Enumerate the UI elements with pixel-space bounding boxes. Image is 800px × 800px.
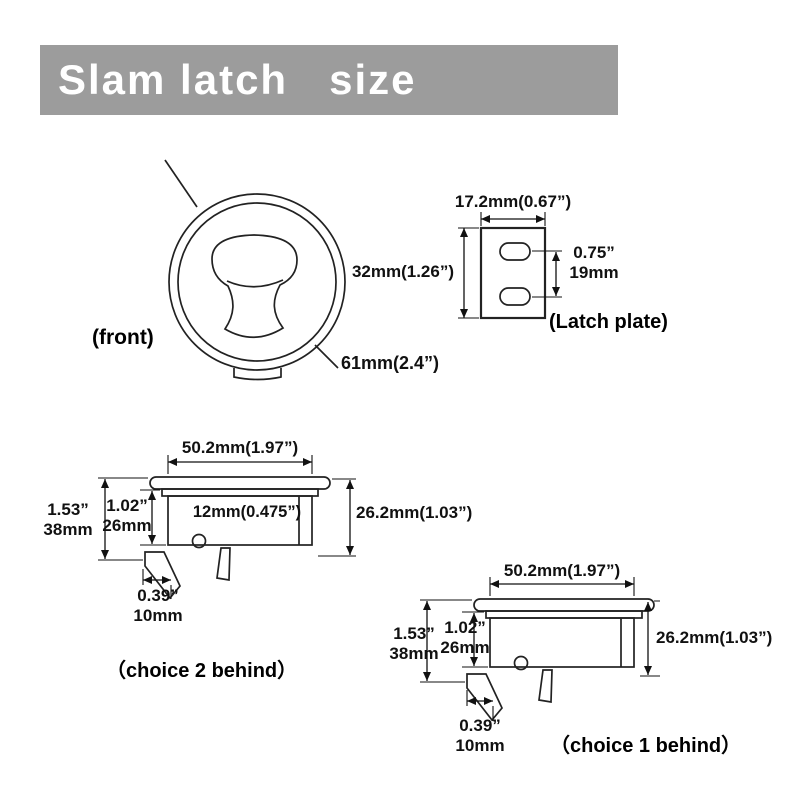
choice2-total-height-mm: 38mm: [43, 520, 93, 539]
choice1-body-height-dim: 1.02” 26mm: [438, 618, 492, 658]
choice1-pawl: [466, 673, 503, 722]
choice1-cam-pivot: [513, 655, 529, 671]
choice1-pawl-mm: 10mm: [455, 736, 505, 755]
choice2-width-dim: 50.2mm(1.97”): [181, 438, 299, 457]
choice1-body: [489, 617, 635, 668]
choice2-leg: [216, 547, 231, 581]
latch-plate-outline: [479, 226, 547, 320]
front-view-drawing: [164, 159, 346, 381]
latch-plate-label: (Latch plate): [549, 311, 668, 333]
handle-rim-line: [226, 279, 284, 288]
plate-slot-top: [499, 242, 531, 261]
plate-slot-bottom: [499, 287, 531, 306]
choice1-leg: [538, 669, 553, 703]
choice2-panel-thickness-dim: 12mm(0.475”): [192, 503, 302, 521]
choice1-pawl-inch: 0.39”: [459, 716, 501, 735]
choice2-depth-dim: 26.2mm(1.03”): [356, 503, 473, 522]
latch-outer-ring: [168, 193, 346, 371]
plate-slot-spacing-inch: 0.75”: [573, 243, 615, 262]
latch-plate-drawing: [458, 212, 562, 320]
choice2-total-height-inch: 1.53”: [47, 500, 89, 519]
choice2-pawl-dim: 0.39” 10mm: [128, 586, 188, 626]
latch-pull-handle: [211, 234, 298, 339]
title-banner: Slam latch size: [40, 45, 618, 115]
choice1-total-height-dim: 1.53” 38mm: [382, 624, 446, 664]
plate-width-dim: 17.2mm(0.67”): [454, 192, 572, 211]
choice1-width-dim: 50.2mm(1.97”): [503, 561, 621, 580]
front-view-label: (front): [92, 326, 154, 349]
choice1-body-height-inch: 1.02”: [444, 618, 486, 637]
choice1-pawl-dim: 0.39” 10mm: [450, 716, 510, 756]
choice2-body-height-inch: 1.02”: [106, 496, 148, 515]
plate-height-dim: 32mm(1.26”): [351, 262, 454, 281]
choice2-pawl-mm: 10mm: [133, 606, 183, 625]
choice1-total-height-inch: 1.53”: [393, 624, 435, 643]
choice2-cam-pivot: [191, 533, 207, 549]
choice2-body-height-mm: 26mm: [102, 516, 152, 535]
latch-bottom-tab: [233, 368, 282, 381]
choice2-total-height-dim: 1.53” 38mm: [36, 500, 100, 540]
choice2-label: （choice 2 behind）: [106, 660, 298, 682]
choice1-drawing: [420, 577, 660, 722]
leader-line-top: [164, 159, 198, 208]
choice1-flange: [473, 598, 655, 612]
choice1-label: （choice 1 behind）: [550, 735, 742, 757]
choice2-drawing: [98, 455, 356, 600]
choice2-body: [167, 495, 313, 546]
choice2-gasket: [161, 488, 319, 497]
plate-slot-spacing-mm: 19mm: [569, 263, 619, 282]
latch-inner-ring: [177, 202, 337, 362]
choice2-body-height-dim: 1.02” 26mm: [100, 496, 154, 536]
front-diameter-dim: 61mm(2.4”): [341, 353, 440, 373]
choice1-gasket: [485, 610, 643, 619]
plate-slot-spacing-dim: 0.75” 19mm: [564, 243, 624, 283]
choice1-total-height-mm: 38mm: [389, 644, 439, 663]
choice2-pawl-inch: 0.39”: [137, 586, 179, 605]
choice2-flange: [149, 476, 331, 490]
leader-line-diameter: [314, 344, 339, 369]
choice1-depth-dim: 26.2mm(1.03”): [656, 628, 773, 647]
choice1-body-height-mm: 26mm: [440, 638, 490, 657]
choice2-pawl: [144, 551, 181, 600]
page-title: Slam latch size: [58, 56, 417, 103]
